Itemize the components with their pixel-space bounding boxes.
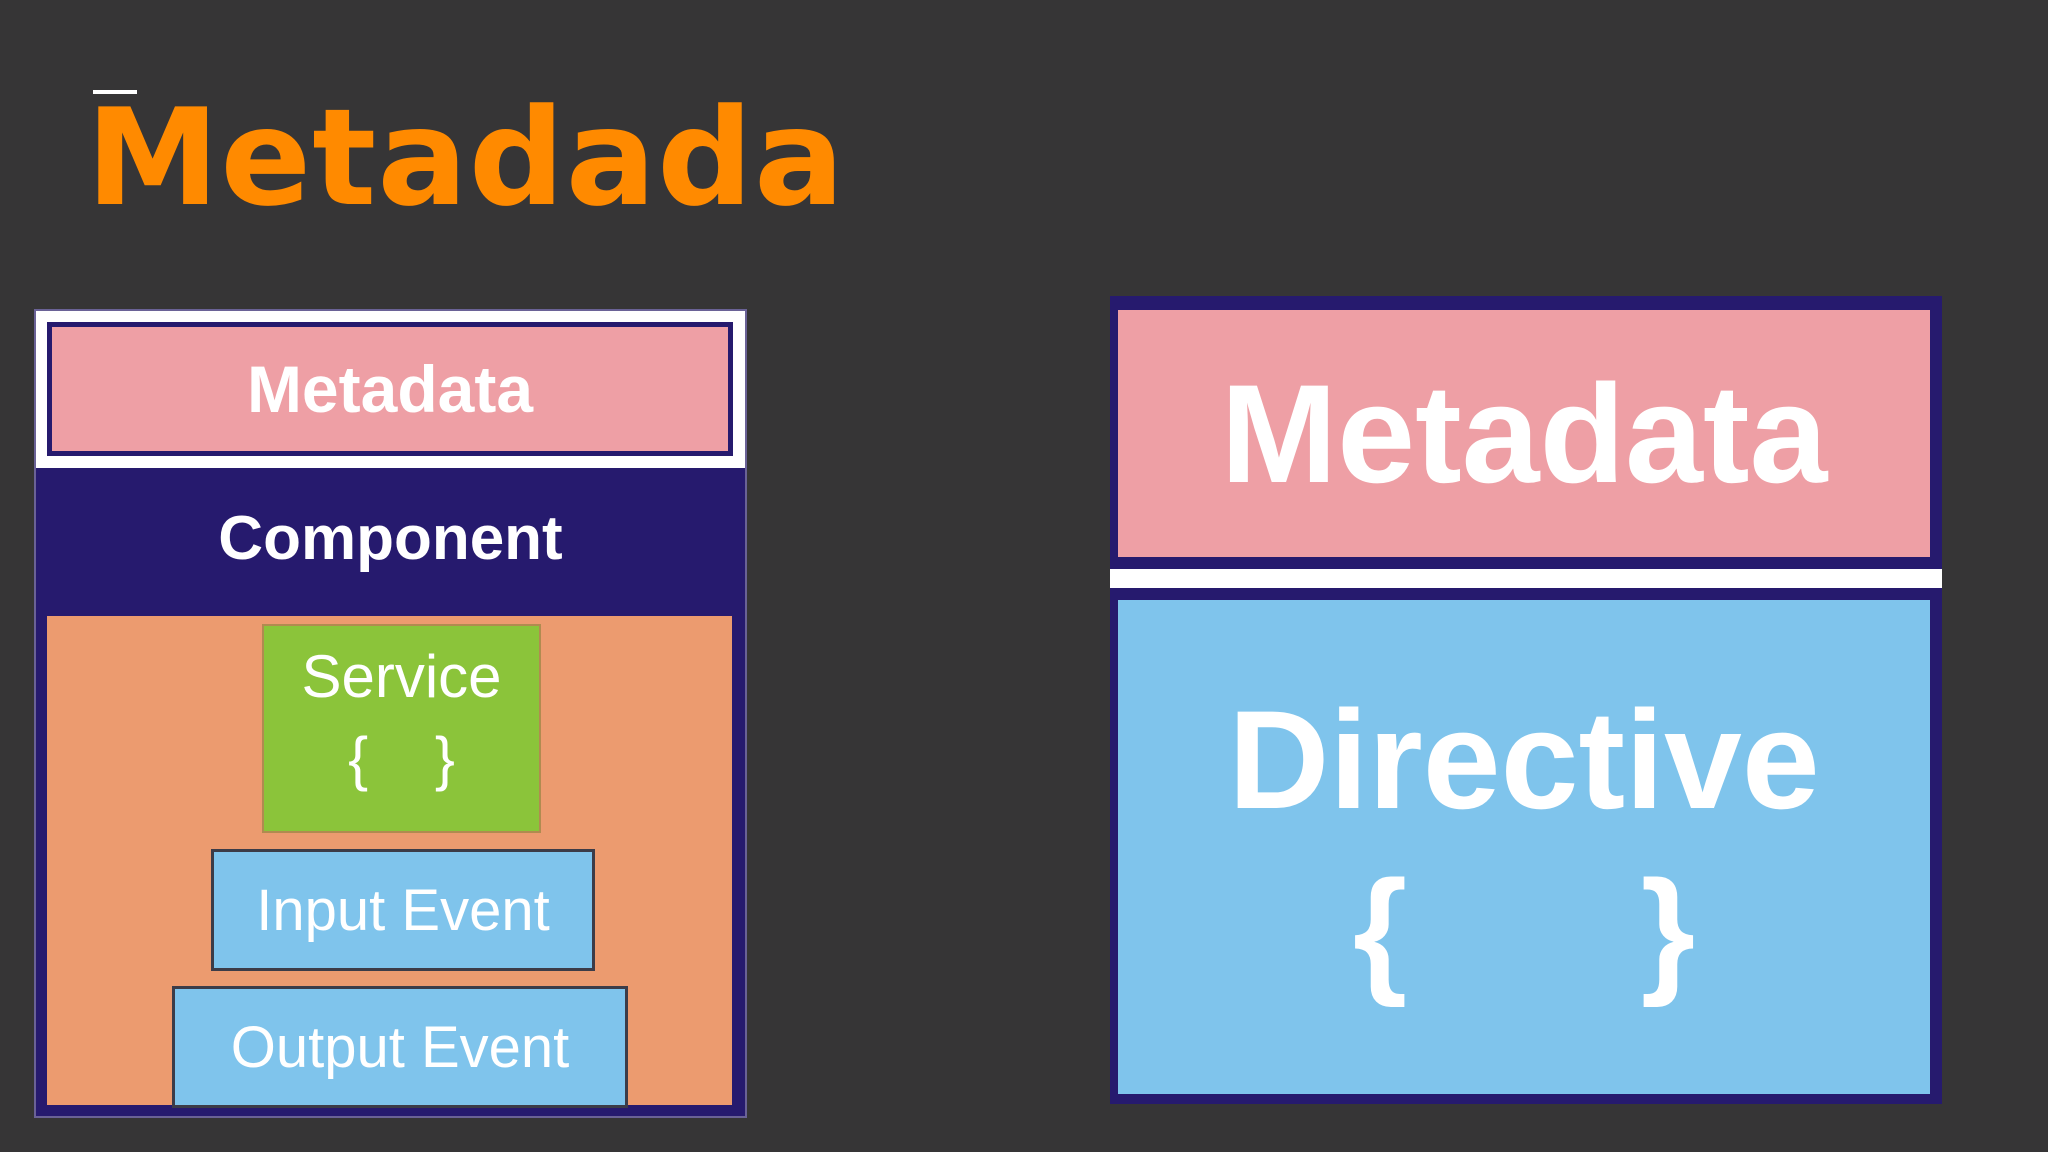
title-dash-mark — [93, 90, 137, 94]
component-header: Component — [36, 468, 745, 608]
component-body: Service { } Input Event Output Event — [36, 608, 745, 1116]
directive-body-box: Directive { } — [1118, 600, 1930, 1094]
input-event-box: Input Event — [211, 849, 595, 971]
output-event-box: Output Event — [172, 986, 628, 1108]
component-diagram: Metadata Component Service { } Input Eve… — [34, 309, 747, 1118]
directive-label: Directive — [1228, 681, 1820, 838]
component-body-area: Service { } Input Event Output Event — [47, 616, 732, 1108]
directive-diagram: Metadata Directive { } — [1110, 296, 1942, 1104]
component-metadata-box: Metadata — [47, 322, 733, 456]
directive-body-frame: Directive { } — [1110, 588, 1942, 1104]
directive-metadata-box: Metadata — [1118, 310, 1930, 557]
slide-title: Metadada — [86, 80, 846, 236]
service-box: Service { } — [262, 624, 541, 833]
service-braces: { } — [348, 725, 455, 792]
service-label: Service — [301, 643, 502, 710]
directive-braces: { } — [1352, 851, 1696, 1008]
directive-metadata-frame: Metadata — [1110, 296, 1942, 569]
